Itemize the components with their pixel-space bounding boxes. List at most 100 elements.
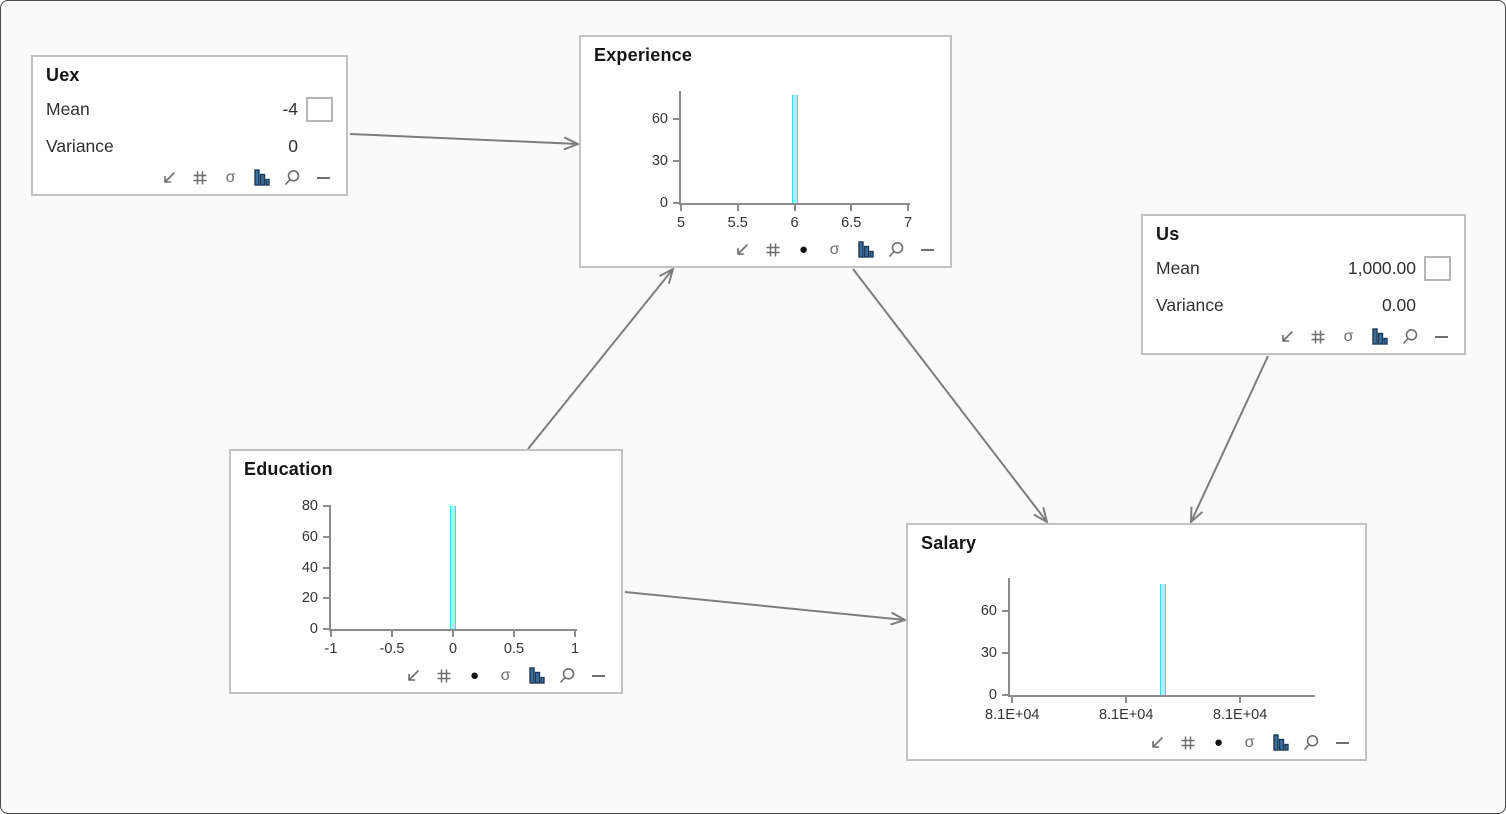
solid-circle-icon[interactable]: ● xyxy=(1213,734,1224,751)
minus-icon[interactable] xyxy=(315,169,332,186)
x-tick-label: -1 xyxy=(324,641,338,657)
node-uex[interactable]: Uex Mean -4 Variance 0 σ xyxy=(31,55,348,196)
x-tick xyxy=(452,631,454,637)
histogram-bar xyxy=(791,95,798,203)
stat-row-mean: Mean -4 xyxy=(33,96,346,123)
minus-icon[interactable] xyxy=(919,241,936,258)
collapse-arrow-icon[interactable] xyxy=(733,241,750,258)
collapse-arrow-icon[interactable] xyxy=(1278,328,1295,345)
solid-circle-icon[interactable]: ● xyxy=(469,667,480,684)
x-tick xyxy=(793,205,796,211)
grid-icon[interactable] xyxy=(1179,734,1196,751)
x-axis xyxy=(679,203,910,205)
node-title: Uex xyxy=(46,65,80,85)
sigma-icon[interactable]: σ xyxy=(1244,734,1255,751)
collapse-arrow-icon[interactable] xyxy=(160,169,177,186)
node-toolbar: ● σ xyxy=(733,241,936,258)
minus-icon[interactable] xyxy=(1334,734,1351,751)
grid-icon[interactable] xyxy=(191,169,208,186)
x-axis xyxy=(1008,695,1315,697)
magnifier-icon[interactable] xyxy=(559,667,576,684)
y-tick-label: 60 xyxy=(980,603,997,620)
x-tick-label: 1 xyxy=(570,641,580,657)
x-tick xyxy=(513,631,515,637)
stat-row-variance: Variance 0.00 xyxy=(1143,292,1464,319)
x-tick-label: 5 xyxy=(676,215,686,231)
y-tick xyxy=(323,597,331,600)
node-title: Education xyxy=(244,459,333,479)
magnifier-icon[interactable] xyxy=(284,169,301,186)
bar-chart-icon[interactable] xyxy=(1371,328,1388,345)
y-axis xyxy=(1008,578,1010,697)
edge-education-to-salary[interactable] xyxy=(624,591,905,620)
x-tick-label: 0.5 xyxy=(503,641,525,657)
grid-icon[interactable] xyxy=(435,667,452,684)
grid-icon[interactable] xyxy=(764,241,781,258)
mean-value: -4 xyxy=(282,99,298,119)
edge-education-to-experience[interactable] xyxy=(527,269,673,450)
y-tick xyxy=(1002,610,1010,613)
magnifier-icon[interactable] xyxy=(1402,328,1419,345)
collapse-arrow-icon[interactable] xyxy=(404,667,421,684)
y-tick-label: 40 xyxy=(301,559,318,576)
y-tick xyxy=(673,202,681,204)
x-axis xyxy=(329,629,577,631)
y-tick xyxy=(323,535,331,538)
magnifier-icon[interactable] xyxy=(888,241,905,258)
y-tick-label: 0 xyxy=(988,687,997,703)
sigma-icon[interactable]: σ xyxy=(500,667,511,684)
minus-icon[interactable] xyxy=(590,667,607,684)
y-axis xyxy=(679,91,681,205)
stat-row-variance: Variance 0 xyxy=(33,133,346,160)
edge-us-to-salary[interactable] xyxy=(1191,355,1269,522)
observe-mean-checkbox[interactable] xyxy=(1424,256,1451,281)
x-tick-label: 5.5 xyxy=(727,215,748,231)
y-tick xyxy=(1002,652,1010,655)
y-tick-label: 30 xyxy=(651,153,668,169)
bar-chart-icon[interactable] xyxy=(253,169,270,186)
stat-row-mean: Mean 1,000.00 xyxy=(1143,255,1464,282)
mean-value: 1,000.00 xyxy=(1347,258,1416,278)
sigma-icon[interactable]: σ xyxy=(1343,328,1354,345)
x-tick xyxy=(736,205,739,211)
y-tick xyxy=(1002,694,1010,696)
edge-experience-to-salary[interactable] xyxy=(852,268,1047,522)
x-tick-label: 8.1E+04 xyxy=(1098,707,1154,723)
y-tick-label: 60 xyxy=(301,528,318,545)
edge-uex-to-experience[interactable] xyxy=(349,133,578,144)
x-tick-label: -0.5 xyxy=(379,641,405,657)
node-title: Us xyxy=(1156,224,1180,244)
y-tick-label: 60 xyxy=(651,111,668,127)
sigma-icon[interactable]: σ xyxy=(829,241,840,258)
node-toolbar: σ xyxy=(1278,328,1450,345)
magnifier-icon[interactable] xyxy=(1303,734,1320,751)
node-title: Experience xyxy=(594,45,693,65)
collapse-arrow-icon[interactable] xyxy=(1148,734,1165,751)
y-tick xyxy=(673,160,681,162)
observe-mean-checkbox[interactable] xyxy=(306,97,333,122)
solid-circle-icon[interactable]: ● xyxy=(798,241,809,258)
node-toolbar: ● σ xyxy=(1148,734,1351,751)
grid-icon[interactable] xyxy=(1309,328,1326,345)
y-tick xyxy=(323,566,331,569)
node-us[interactable]: Us Mean 1,000.00 Variance 0.00 σ xyxy=(1141,214,1466,355)
variance-label: Variance xyxy=(46,136,114,156)
y-tick-label: 0 xyxy=(309,621,318,637)
mean-label: Mean xyxy=(1156,258,1200,278)
minus-icon[interactable] xyxy=(1433,328,1450,345)
variance-value: 0.00 xyxy=(1381,295,1416,315)
bar-chart-icon[interactable] xyxy=(1272,734,1289,751)
x-tick xyxy=(574,631,576,637)
bar-chart-icon[interactable] xyxy=(857,241,874,258)
node-toolbar: σ xyxy=(160,169,332,186)
x-tick xyxy=(391,631,393,637)
bar-chart-icon[interactable] xyxy=(528,667,545,684)
sigma-icon[interactable]: σ xyxy=(225,169,236,186)
